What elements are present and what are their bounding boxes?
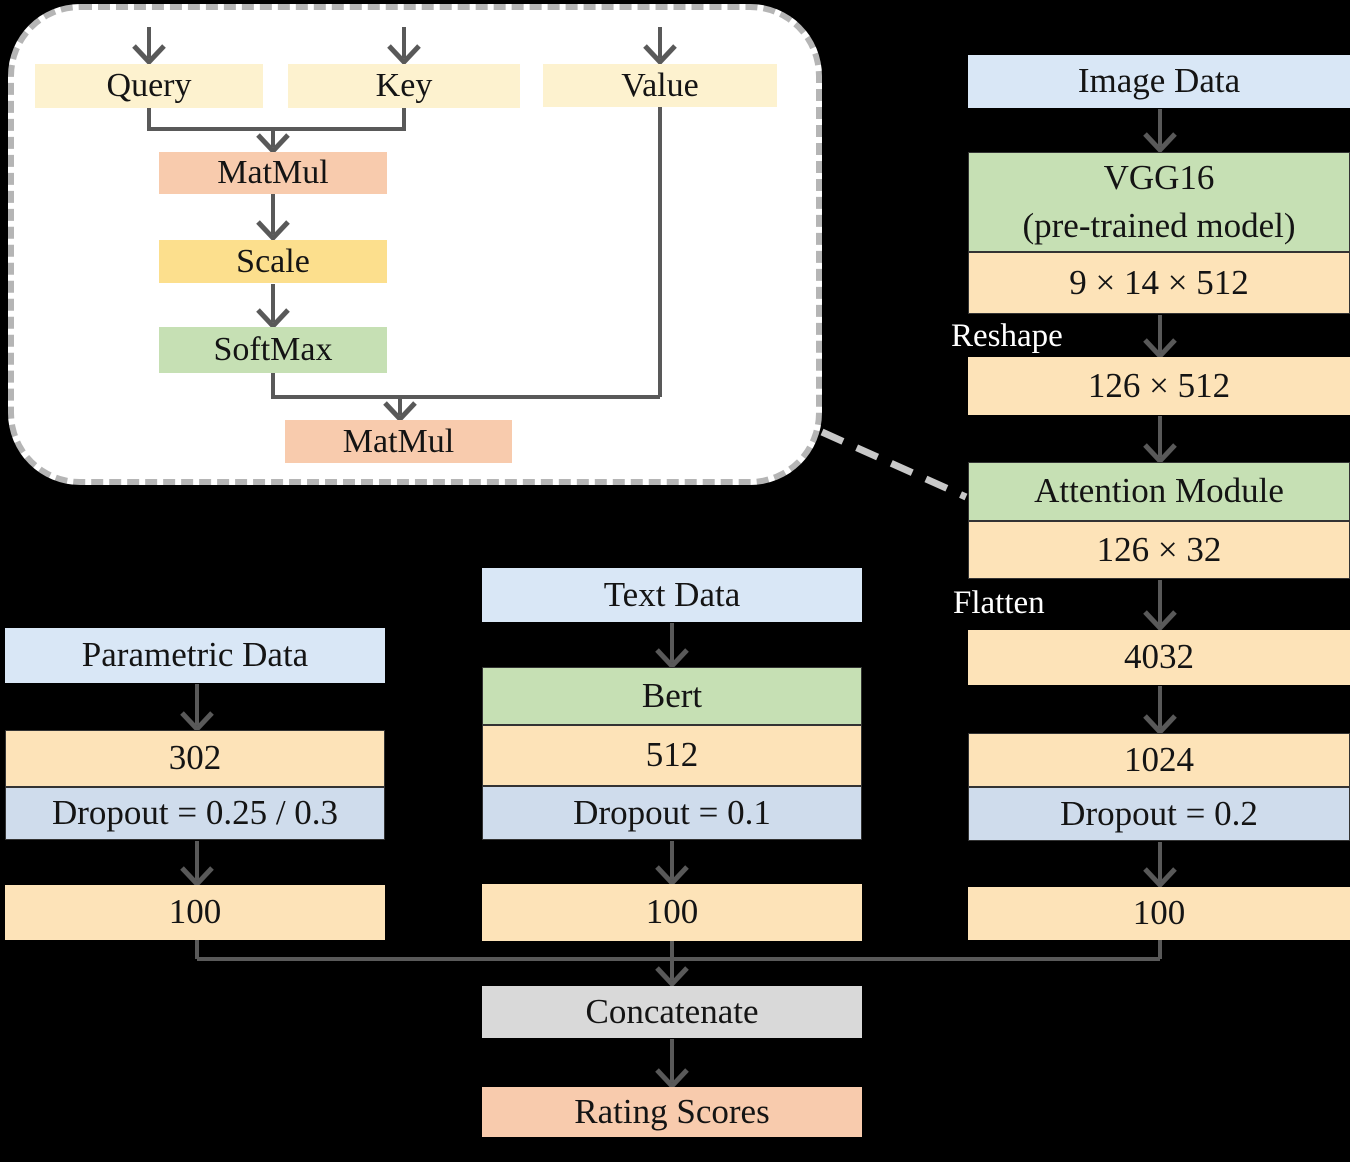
matmul-2-box: MatMul <box>285 420 512 463</box>
text-dense-100-box: 100 <box>482 884 862 941</box>
text-embedding-512-box: 512 <box>482 725 862 786</box>
query-box: Query <box>35 64 263 108</box>
value-box: Value <box>543 64 777 107</box>
attention-output-shape-box: 126 × 32 <box>968 521 1350 579</box>
vgg16-title: VGG16 <box>1103 157 1215 197</box>
flatten-size-box: 4032 <box>968 630 1350 685</box>
feature-shape-box: 9 × 14 × 512 <box>968 252 1350 314</box>
image-dense-1024-box: 1024 <box>968 733 1350 787</box>
vgg16-box: VGG16 (pre-trained model) <box>968 152 1350 252</box>
parametric-dense-100-box: 100 <box>5 885 385 940</box>
concatenate-box: Concatenate <box>482 986 862 1038</box>
rating-scores-box: Rating Scores <box>482 1087 862 1137</box>
scale-box: Scale <box>159 240 387 283</box>
reshape-label: Reshape <box>951 318 1063 354</box>
parametric-data-box: Parametric Data <box>5 628 385 683</box>
bert-box: Bert <box>482 667 862 725</box>
key-box: Key <box>288 64 520 108</box>
matmul-1-box: MatMul <box>159 152 387 194</box>
text-data-box: Text Data <box>482 568 862 622</box>
reshaped-shape-box: 126 × 512 <box>968 357 1350 415</box>
image-dense-100-box: 100 <box>968 887 1350 940</box>
parametric-302-box: 302 <box>5 730 385 787</box>
image-data-box: Image Data <box>968 55 1350 108</box>
text-dropout-box: Dropout = 0.1 <box>482 786 862 840</box>
attention-module-box: Attention Module <box>968 462 1350 521</box>
image-dropout-box: Dropout = 0.2 <box>968 787 1350 841</box>
flatten-label: Flatten <box>953 585 1045 621</box>
parametric-dropout-box: Dropout = 0.25 / 0.3 <box>5 787 385 840</box>
vgg16-subtitle: (pre-trained model) <box>1022 206 1296 245</box>
softmax-box: SoftMax <box>159 327 387 373</box>
